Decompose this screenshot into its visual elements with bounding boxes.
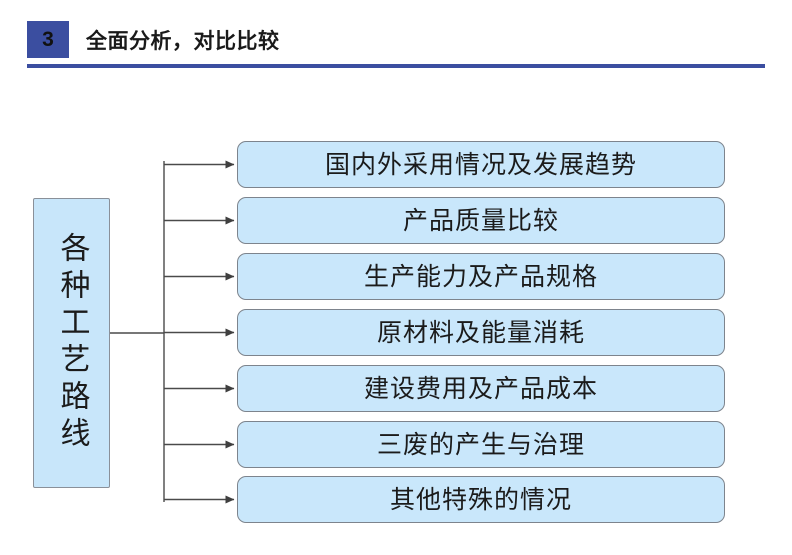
header-divider xyxy=(27,64,765,68)
leaf-node-5-label: 建设费用及产品成本 xyxy=(363,374,598,403)
leaf-node-3-label: 生产能力及产品规格 xyxy=(363,262,598,291)
leaf-node-4-label: 原材料及能量消耗 xyxy=(376,318,585,347)
leaf-node-6-label: 三废的产生与治理 xyxy=(376,430,585,459)
leaf-node-5[interactable]: 建设费用及产品成本 xyxy=(237,365,725,412)
root-node-process-routes[interactable]: 各种工艺路线 xyxy=(33,198,110,488)
slide-header: 3 全面分析，对比比较 xyxy=(0,0,792,72)
leaf-node-4[interactable]: 原材料及能量消耗 xyxy=(237,309,725,356)
leaf-node-1[interactable]: 国内外采用情况及发展趋势 xyxy=(237,141,725,188)
root-node-label: 各种工艺路线 xyxy=(54,232,90,454)
leaf-node-2[interactable]: 产品质量比较 xyxy=(237,197,725,244)
connector-lines xyxy=(110,160,235,504)
leaf-node-1-label: 国内外采用情况及发展趋势 xyxy=(324,150,637,179)
leaf-node-6[interactable]: 三废的产生与治理 xyxy=(237,421,725,468)
leaf-node-2-label: 产品质量比较 xyxy=(402,206,559,235)
page-title: 全面分析，对比比较 xyxy=(86,29,280,53)
leaf-node-7[interactable]: 其他特殊的情况 xyxy=(237,476,725,523)
leaf-node-3[interactable]: 生产能力及产品规格 xyxy=(237,253,725,300)
section-number-badge: 3 xyxy=(27,21,69,58)
process-comparison-diagram: 各种工艺路线 国内外采用情况及发展趋势 产品质量比较 生产能力及产品规格 原材料… xyxy=(0,72,792,555)
leaf-node-7-label: 其他特殊的情况 xyxy=(389,485,572,514)
